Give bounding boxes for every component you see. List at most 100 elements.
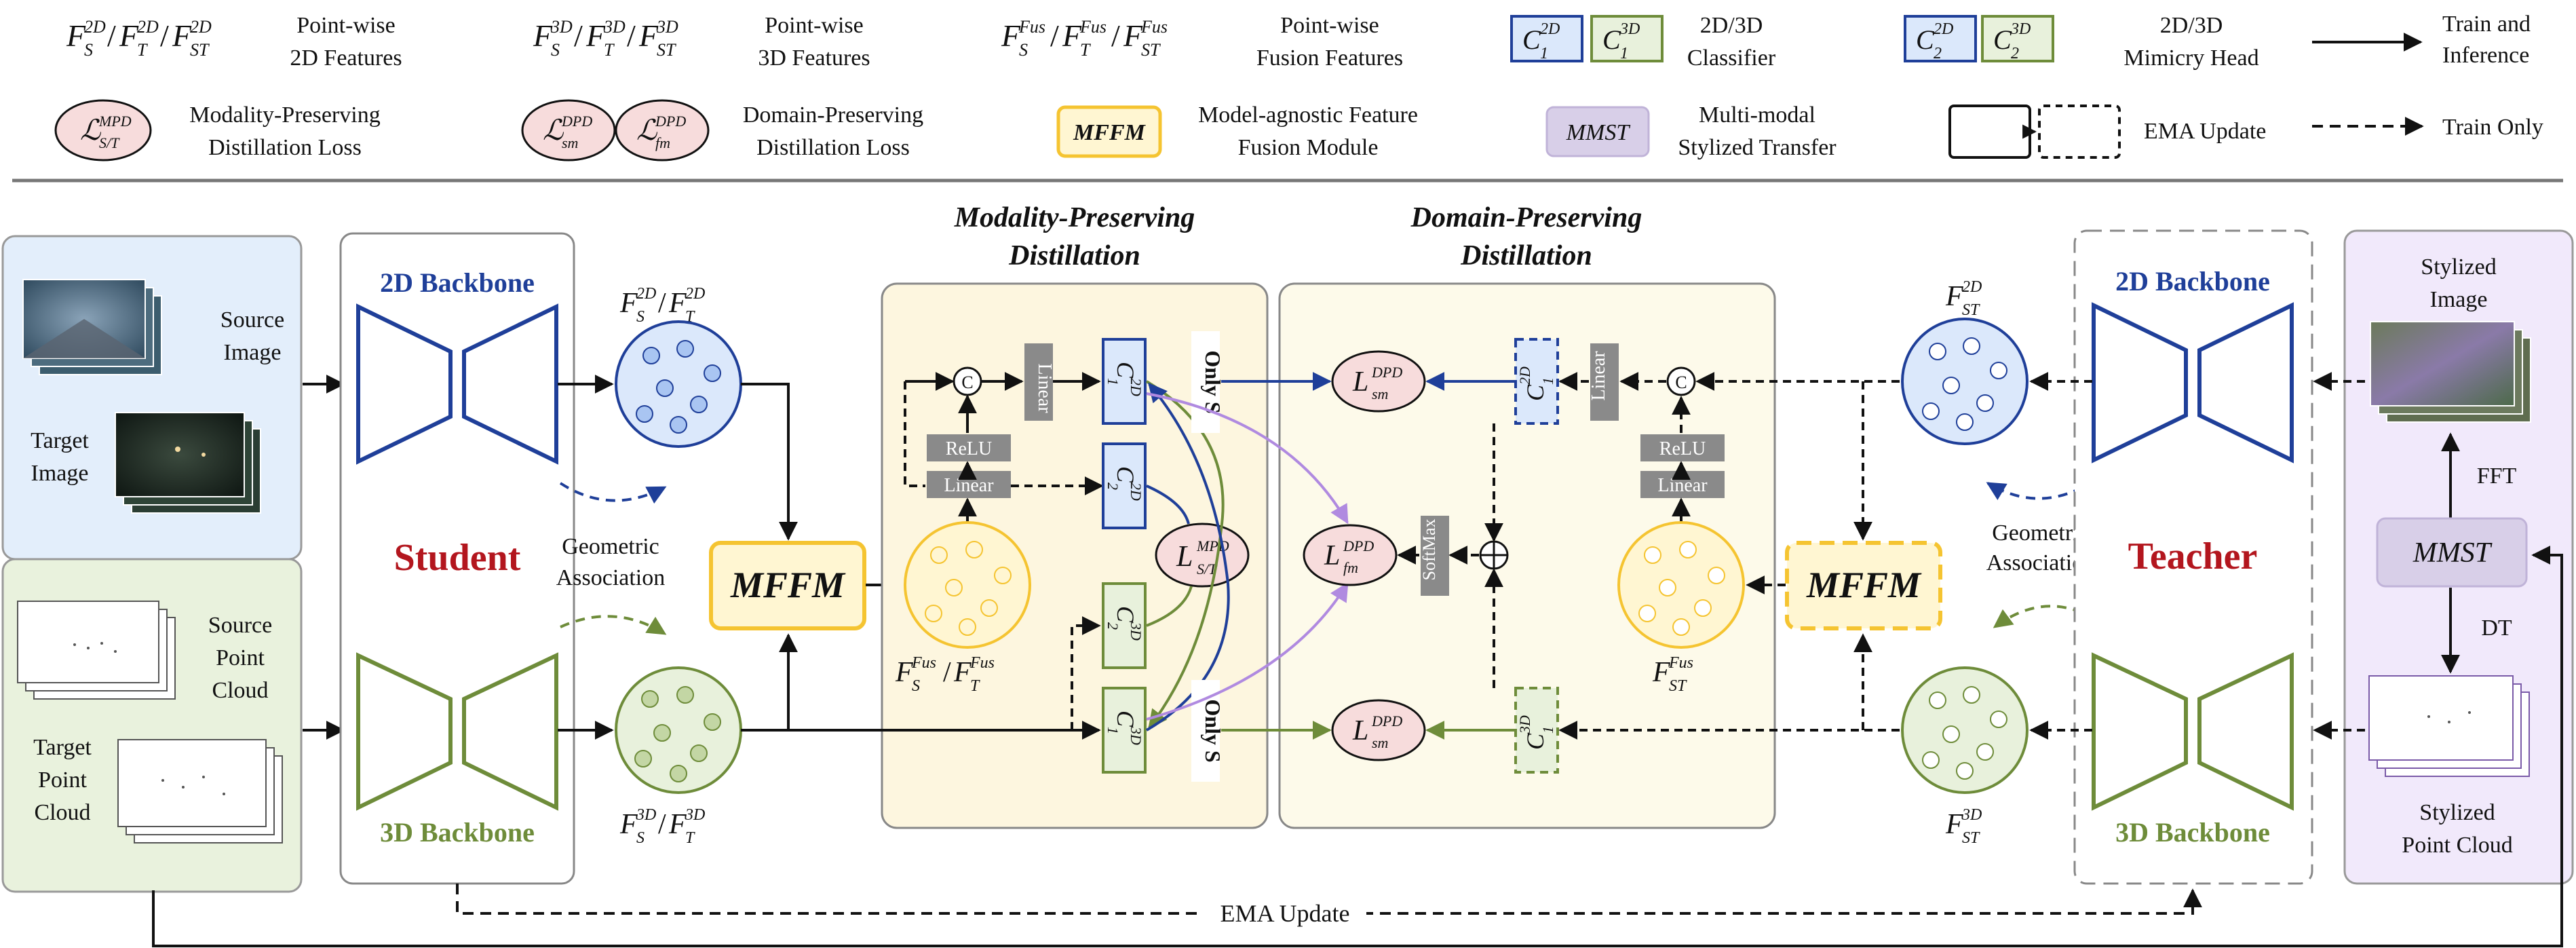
student-3d-backbone [356, 652, 558, 811]
svg-text:C: C [1112, 362, 1139, 379]
svg-text:1: 1 [1620, 45, 1628, 62]
legend-classifier: C 12D C 13D 2D/3D Classifier [1510, 13, 1776, 71]
svg-text:1: 1 [1540, 45, 1548, 62]
svg-text:2D: 2D [1934, 20, 1953, 38]
svg-text:S: S [912, 677, 920, 695]
legend-dpd-loss: ℒ DPD sm ℒ DPD fm Domain-Preserving Dist… [521, 99, 923, 162]
student-feat2d-circle [615, 320, 742, 448]
legend-mmst-label: MMST [1566, 120, 1631, 145]
svg-text:C: C [1112, 710, 1139, 727]
dpd-loss-sm-top: L DPD sm [1331, 350, 1426, 413]
legend-ema-desc: EMA Update [2144, 119, 2266, 144]
mpd-relu-label: ReLU [946, 438, 992, 459]
legend-clf-desc-1: 2D/3D [1700, 13, 1763, 38]
svg-text:DPD: DPD [1343, 537, 1374, 554]
svg-text:Fus: Fus [1140, 17, 1168, 37]
feat3d-to-mffm-arrow [741, 633, 798, 732]
svg-text:3D: 3D [1961, 806, 1982, 824]
svg-text:F: F [1123, 18, 1143, 53]
svg-text:F: F [638, 18, 659, 53]
stylized-image-stack [2370, 321, 2531, 423]
source-image-label-1: Source [220, 307, 284, 333]
svg-text:C: C [1522, 24, 1541, 55]
target-image-stack [115, 412, 261, 514]
svg-text:C: C [1522, 733, 1549, 750]
svg-text:T: T [604, 40, 615, 60]
source-pc-stack [17, 601, 176, 700]
svg-text:F: F [619, 288, 638, 319]
svg-text:2D: 2D [685, 285, 705, 303]
c23d-to-mpd [1146, 586, 1193, 627]
student-2d-backbone [356, 303, 558, 465]
dpd-title-1: Domain-Preserving [1410, 202, 1642, 233]
svg-text:C: C [1522, 384, 1549, 401]
student-geo-arrow-2d [559, 482, 667, 504]
input-panel: Source Image Target Image Source Point C… [1, 235, 303, 893]
svg-text:/: / [1050, 18, 1059, 53]
legend-ffus-desc-1: Point-wise [1280, 13, 1379, 38]
teacher-linear-label: Linear [1657, 475, 1708, 496]
target-image-label-2: Image [31, 461, 89, 486]
teacher-2d-backbone-label: 2D Backbone [2115, 266, 2270, 297]
svg-text:ST: ST [1141, 40, 1161, 60]
stylized-image-label-2: Image [2430, 287, 2488, 312]
teacher-3d-backbone-label: 3D Backbone [2115, 817, 2270, 848]
dpd-panel: Domain-Preserving Distillation [1278, 202, 1776, 829]
svg-text:1: 1 [1104, 727, 1121, 734]
dpd-softmax-label: SoftMax [1419, 519, 1439, 581]
svg-text:ℒ: ℒ [636, 115, 657, 147]
teacher-geo-arrow-3d [1993, 605, 2098, 628]
dpd-loss-fm-symbol: L [1324, 540, 1340, 571]
teacher-feat3d-circle [1901, 666, 2029, 794]
svg-text:/: / [658, 288, 666, 319]
legend-mffm-desc-2: Fusion Module [1238, 135, 1379, 160]
svg-text:F: F [119, 18, 139, 53]
svg-text:F: F [1945, 809, 1963, 840]
svg-text:F: F [668, 809, 687, 840]
purple-top-curve [1146, 392, 1349, 525]
svg-text:/: / [943, 657, 951, 688]
teacher-relu-label: ReLU [1659, 438, 1706, 459]
svg-text:2: 2 [1934, 45, 1942, 62]
svg-text:2D: 2D [1128, 482, 1145, 501]
svg-text:C: C [1602, 24, 1621, 55]
svg-text:Fus: Fus [911, 654, 936, 672]
source-pc-label-2: Point [216, 645, 265, 670]
svg-text:ST: ST [190, 40, 210, 60]
student-mffm-label: MFFM [730, 565, 846, 605]
svg-text:2D: 2D [190, 17, 212, 37]
svg-text:3D: 3D [1128, 726, 1145, 745]
legend-mpd-desc-2: Distillation Loss [208, 135, 362, 160]
svg-text:C: C [1112, 606, 1139, 623]
svg-text:2D: 2D [1516, 366, 1533, 385]
source-image-label-2: Image [224, 340, 282, 365]
legend-train-only-desc: Train Only [2442, 115, 2543, 140]
legend-mffm-desc-1: Model-agnostic Feature [1198, 102, 1418, 128]
legend-mpd-loss: ℒ MPD S/T Modality-Preserving Distillati… [54, 99, 381, 162]
svg-text:sm: sm [562, 134, 578, 151]
svg-text:/: / [627, 18, 636, 53]
student-2d-backbone-label: 2D Backbone [380, 267, 535, 298]
target-pc-label-3: Cloud [34, 800, 90, 825]
svg-text:2D: 2D [1128, 378, 1145, 396]
mpd-concat-label: C [961, 373, 973, 392]
legend-dpd-desc-2: Distillation Loss [756, 135, 910, 160]
svg-text:3D: 3D [636, 806, 656, 824]
svg-text:S: S [84, 40, 93, 60]
only-s-bottom-bg [1191, 680, 1220, 782]
svg-text:2D: 2D [636, 285, 656, 303]
legend-mim-desc-2: Mimicry Head [2123, 45, 2258, 71]
student-label: Student [394, 537, 521, 579]
legend-mffm-label: MFFM [1073, 120, 1147, 145]
legend-mmst: MMST Multi-modal Stylized Transfer [1545, 102, 1837, 160]
svg-text:ST: ST [1962, 829, 1980, 847]
dpd-loss-bottom-symbol: L [1352, 715, 1368, 746]
svg-text:sm: sm [1372, 734, 1388, 751]
svg-text:/: / [1111, 18, 1120, 53]
svg-text:2D: 2D [1540, 20, 1560, 38]
legend-dpd-desc-1: Domain-Preserving [743, 102, 923, 128]
student-mffm-box [709, 541, 866, 630]
student-geo-label-2: Association [556, 565, 666, 590]
